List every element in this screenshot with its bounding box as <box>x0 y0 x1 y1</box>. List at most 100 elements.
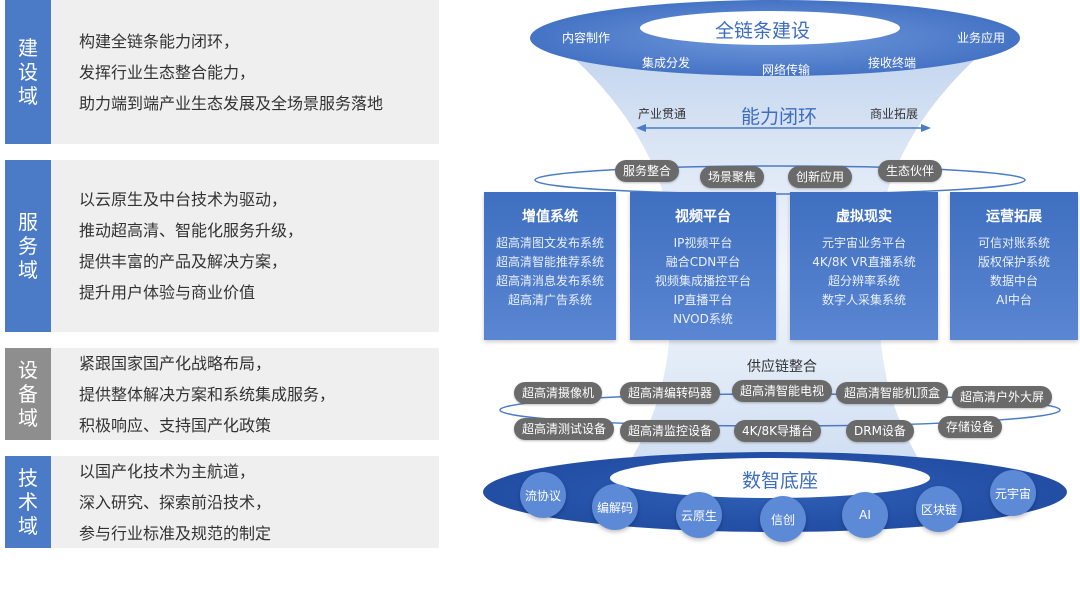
box-item: 融合CDN平台 <box>665 255 741 269</box>
box-item: 超高清图文发布系统 <box>495 236 604 250</box>
domain-tag-technology: 技 术 域 <box>5 456 51 548</box>
box-item: 元宇宙业务平台 <box>821 236 906 250</box>
top-title: 全链条建设 <box>715 20 811 42</box>
pill-transcoder: 超高清编转码器 <box>620 382 721 404</box>
domain-tag-service: 服 务 域 <box>5 160 51 332</box>
pill-storage-equipment: 存储设备 <box>938 416 1003 438</box>
desc-line: 提供整体解决方案和系统集成服务， <box>79 384 336 404</box>
architecture-diagram: 全链条建设 内容制作 业务应用 集成分发 网络传输 接收终端 能力闭环 产业贯通… <box>470 0 1080 589</box>
domain-desc-construction: 构建全链条能力闭环， 发挥行业生态整合能力， 助力端到端产业生态发展及全场景服务… <box>79 0 383 144</box>
supply-title: 供应链整合 <box>747 359 817 375</box>
pill-outdoor-screen: 超高清户外大屏 <box>952 386 1053 408</box>
domain-desc-service: 以云原生及中台技术为驱动， 推动超高清、智能化服务升级， 提供丰富的产品及解决方… <box>79 160 303 332</box>
domain-row-construction: 建 设 域 构建全链条能力闭环， 发挥行业生态整合能力， 助力端到端产业生态发展… <box>5 0 439 144</box>
loop-arrow-left-head <box>636 124 646 132</box>
box-title: 增值系统 <box>522 209 578 225</box>
box-video-platform: 视频平台 IP视频平台 融合CDN平台 视频集成播控平台 IP直播平台 NVOD… <box>630 192 776 340</box>
desc-line: 深入研究、探索前沿技术， <box>79 492 272 512</box>
domain-row-device: 设 备 域 紧跟国家国产化战略布局， 提供整体解决方案和系统集成服务， 积极响应… <box>5 348 439 440</box>
circle-xinchuang: 信创 <box>760 496 806 542</box>
loop-right-label: 商业拓展 <box>870 107 919 121</box>
box-item: 超分辨率系统 <box>827 274 900 288</box>
ability-ring <box>534 165 1026 195</box>
tag-char: 域 <box>18 84 38 108</box>
domain-row-technology: 技 术 域 以国产化技术为主航道， 深入研究、探索前沿技术， 参与行业标准及规范… <box>5 456 439 548</box>
tag-char: 设 <box>18 358 38 382</box>
tag-char: 技 <box>18 466 38 490</box>
box-title: 视频平台 <box>675 209 731 225</box>
tag-char: 务 <box>18 234 38 258</box>
box-virtual-reality: 虚拟现实 元宇宙业务平台 4K/8K VR直播系统 超分辨率系统 数字人采集系统 <box>790 192 938 340</box>
domain-tag-construction: 建 设 域 <box>5 0 51 144</box>
pill-camera: 超高清摄像机 <box>514 382 603 404</box>
loop-left-label: 产业贯通 <box>638 107 687 121</box>
desc-line: 推动超高清、智能化服务升级， <box>79 221 304 240</box>
circle-blockchain: 区块链 <box>916 486 962 532</box>
desc-line: 参与行业标准及规范的制定 <box>79 523 272 543</box>
pill-scene-focus: 场景聚焦 <box>700 166 765 188</box>
pill-ecosystem: 生态伙伴 <box>878 160 943 182</box>
domain-desc-device: 紧跟国家国产化战略布局， 提供整体解决方案和系统集成服务， 积极响应、支持国产化… <box>79 348 335 440</box>
box-title: 运营拓展 <box>986 209 1042 225</box>
desc-line: 以云原生及中台技术为驱动， <box>79 190 288 209</box>
box-item: 超高清智能推荐系统 <box>495 255 604 269</box>
desc-line: 紧跟国家国产化战略布局， <box>79 353 272 373</box>
circle-cloud-native: 云原生 <box>676 492 722 538</box>
box-item: IP视频平台 <box>673 236 733 250</box>
circle-ai: AI <box>842 492 888 538</box>
top-label-terminal: 接收终端 <box>868 56 917 70</box>
box-item: NVOD系统 <box>673 312 733 326</box>
box-item: IP直播平台 <box>673 293 733 307</box>
box-item: 版权保护系统 <box>977 255 1050 269</box>
box-item: 超高清广告系统 <box>507 293 592 307</box>
base-title: 数智底座 <box>742 470 819 492</box>
pill-innovation: 创新应用 <box>788 166 853 188</box>
pill-director-console: 4K/8K导播台 <box>734 420 822 442</box>
top-label-business: 业务应用 <box>957 31 1006 45</box>
domain-tag-device: 设 备 域 <box>5 348 51 440</box>
desc-line: 构建全链条能力闭环， <box>79 31 240 51</box>
box-operations: 运营拓展 可信对账系统 版权保护系统 数据中台 AI中台 <box>950 192 1078 340</box>
pill-drm-equipment: DRM设备 <box>846 420 914 442</box>
circle-metaverse: 元宇宙 <box>990 470 1036 516</box>
pill-test-equipment: 超高清测试设备 <box>514 418 615 440</box>
box-item: 数字人采集系统 <box>821 293 906 307</box>
desc-line: 以国产化技术为主航道， <box>79 461 256 481</box>
tag-char: 域 <box>18 258 38 282</box>
tag-char: 建 <box>18 36 38 60</box>
desc-line: 发挥行业生态整合能力， <box>79 62 256 82</box>
desc-line: 提供丰富的产品及解决方案， <box>79 252 288 271</box>
box-value-added: 增值系统 超高清图文发布系统 超高清智能推荐系统 超高清消息发布系统 超高清广告… <box>484 192 616 340</box>
domain-desc-technology: 以国产化技术为主航道， 深入研究、探索前沿技术， 参与行业标准及规范的制定 <box>79 456 271 548</box>
circle-codec: 编解码 <box>592 484 638 530</box>
tag-char: 术 <box>18 490 38 514</box>
desc-line: 提升用户体验与商业价值 <box>79 283 256 302</box>
box-item: 4K/8K VR直播系统 <box>812 255 916 269</box>
top-label-network: 网络传输 <box>762 63 811 77</box>
tag-char: 设 <box>18 60 38 84</box>
desc-line: 积极响应、支持国产化政策 <box>79 415 272 435</box>
box-item: AI中台 <box>996 293 1032 307</box>
desc-line: 助力端到端产业生态发展及全场景服务落地 <box>79 93 384 113</box>
tag-char: 域 <box>18 514 38 538</box>
box-title: 虚拟现实 <box>836 209 892 225</box>
domain-row-service: 服 务 域 以云原生及中台技术为驱动， 推动超高清、智能化服务升级， 提供丰富的… <box>5 160 439 332</box>
tag-char: 域 <box>18 406 38 430</box>
tag-char: 备 <box>18 382 38 406</box>
circle-stream-protocol: 流协议 <box>520 472 566 518</box>
pill-monitoring-equipment: 超高清监控设备 <box>620 420 721 442</box>
pill-set-top-box: 超高清智能机顶盒 <box>836 382 949 404</box>
pill-service-integration: 服务整合 <box>615 160 680 182</box>
top-inner-ellipse <box>640 11 900 45</box>
box-item: 超高清消息发布系统 <box>495 274 604 288</box>
top-label-distribution: 集成分发 <box>642 56 691 70</box>
box-item: 可信对账系统 <box>977 236 1050 250</box>
pill-smart-tv: 超高清智能电视 <box>732 380 833 402</box>
tag-char: 服 <box>18 210 38 234</box>
loop-title: 能力闭环 <box>741 106 818 128</box>
box-item: 视频集成播控平台 <box>654 274 751 288</box>
top-label-content: 内容制作 <box>562 31 611 45</box>
loop-arrow-right-head <box>921 124 931 132</box>
base-inner-ellipse <box>610 458 930 498</box>
box-item: 数据中台 <box>989 274 1038 288</box>
